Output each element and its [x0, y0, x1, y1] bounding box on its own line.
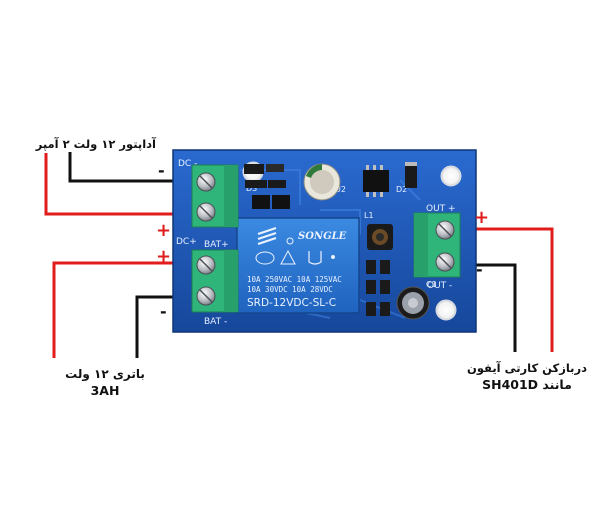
polarity-dc-minus: -	[158, 161, 165, 180]
ic-chip	[363, 165, 389, 197]
polarity-dc-plus: +	[156, 220, 171, 241]
inductor	[367, 224, 393, 250]
designator-c1: C1	[426, 280, 437, 289]
mounting-hole	[440, 165, 462, 187]
capacitor-top	[303, 163, 341, 201]
polarity-out-plus: +	[474, 207, 489, 228]
relay-rating-line2: 10A 30VDC 10A 28VDC	[247, 285, 333, 294]
designator-l1: L1	[364, 211, 374, 220]
pin-label-out-plus: OUT +	[426, 204, 456, 214]
relay-brand: SONGLE	[298, 231, 347, 242]
terminal-block-output	[413, 212, 461, 278]
certification-marks-icon	[255, 249, 335, 265]
mounting-hole	[435, 299, 457, 321]
battery-label: باتری ۱۲ ولت	[65, 367, 145, 381]
smd-component	[366, 280, 376, 294]
relay-rating-line1: 10A 250VAC 10A 125VAC	[247, 275, 342, 284]
pin-label-out-minus: OUT -	[427, 281, 452, 291]
terminal-block-dc	[191, 164, 239, 228]
designator-u2: U2	[335, 185, 346, 194]
smd-component	[245, 180, 267, 188]
smd-component	[244, 164, 264, 174]
pin-label-dc-minus: DC -	[178, 159, 197, 169]
wire-out-positive	[460, 227, 554, 352]
designator-d3: D3	[246, 184, 257, 193]
diode	[405, 162, 417, 188]
smd-component	[366, 302, 376, 316]
relay-model: SRD-12VDC-SL-C	[247, 297, 336, 309]
wire-dc-negative	[68, 152, 192, 183]
pin-label-bat-minus: BAT -	[204, 317, 227, 327]
output-device-model-label: مانند SH401D	[482, 377, 572, 392]
designator-d2: D2	[396, 185, 407, 194]
output-device-label: دربازکن کارتی آیفون	[467, 361, 587, 375]
pin-label-dc-plus: DC+	[176, 237, 197, 247]
adapter-label: آداپتور ۱۲ ولت ۲ آمپر	[35, 137, 156, 151]
jumper-header	[252, 195, 270, 209]
wire-out-negative	[460, 263, 517, 352]
wire-bat-positive	[52, 261, 192, 358]
pin-label-bat-plus: BAT+	[204, 240, 229, 250]
capacitor-bottom	[396, 286, 430, 320]
terminal-block-battery	[191, 249, 239, 313]
polarity-bat-plus: +	[156, 246, 171, 267]
wire-dc-positive	[44, 153, 192, 216]
smd-component	[268, 180, 286, 188]
smd-component	[380, 302, 390, 316]
jumper-header	[272, 195, 290, 209]
smd-component	[380, 280, 390, 294]
relay-module-board: DC - DC+ BAT+ BAT - OUT + OUT - D3 U2 D2…	[172, 149, 477, 333]
smd-component	[380, 260, 390, 274]
smd-component	[366, 260, 376, 274]
polarity-bat-minus: -	[160, 302, 167, 321]
polarity-out-minus: -	[476, 260, 483, 279]
relay: SONGLE 10A 250VAC 10A 125VAC 10A 30VDC 1…	[236, 217, 360, 314]
smd-component	[266, 164, 284, 172]
battery-capacity-label: 3AH	[90, 383, 120, 398]
